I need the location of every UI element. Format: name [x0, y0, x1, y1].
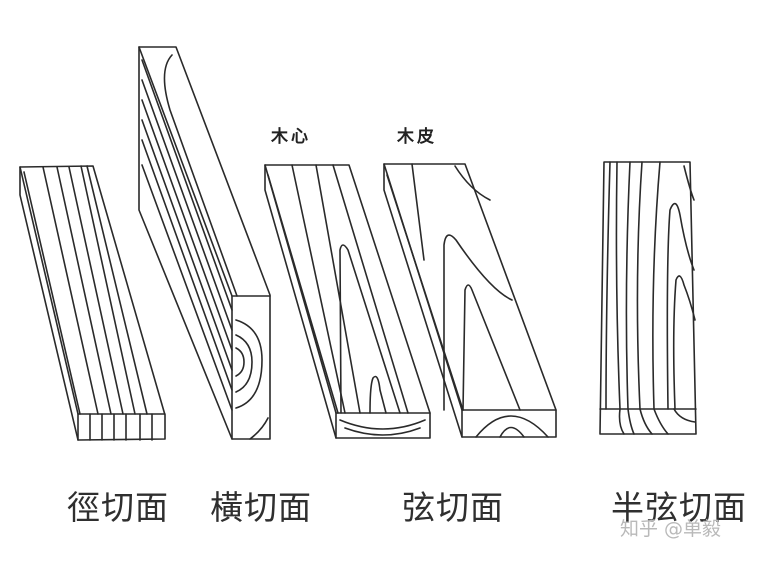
tangential-cut-board-bark: [383, 163, 557, 438]
tangential-cut-label: 弦切面: [402, 488, 504, 527]
semi-tangential-cut-label: 半弦切面: [611, 488, 747, 527]
tangential-cut-board-pith: [264, 164, 431, 439]
cross-cut-label: 橫切面: [210, 488, 312, 527]
watermark: 知乎 @单毅: [620, 518, 722, 540]
radial-cut-label: 徑切面: [67, 488, 169, 527]
cross-cut-board: [138, 46, 271, 440]
radial-cut-board: [19, 165, 166, 441]
bark-label: 木皮: [397, 127, 437, 147]
pith-label: 木心: [271, 127, 311, 147]
semi-tangential-cut-board: [599, 161, 697, 435]
